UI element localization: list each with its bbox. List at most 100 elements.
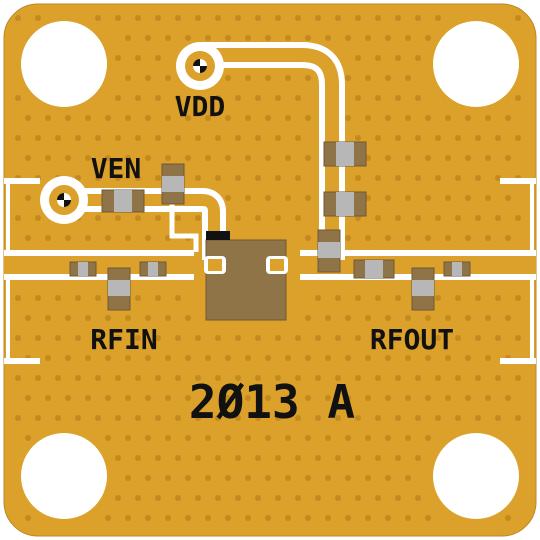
via <box>45 355 51 361</box>
via <box>225 155 231 161</box>
via <box>65 235 71 241</box>
via <box>245 35 251 41</box>
via <box>425 395 431 401</box>
via <box>485 195 491 201</box>
via <box>175 335 181 341</box>
via <box>315 415 321 421</box>
via <box>465 155 471 161</box>
via <box>485 235 491 241</box>
via <box>315 15 321 21</box>
via <box>25 235 31 241</box>
via <box>405 115 411 121</box>
via <box>515 15 521 21</box>
via <box>415 15 421 21</box>
via <box>155 95 161 101</box>
via <box>425 35 431 41</box>
via <box>145 155 151 161</box>
via <box>265 355 271 361</box>
via <box>145 75 151 81</box>
via <box>475 335 481 341</box>
via <box>165 475 171 481</box>
via <box>155 495 161 501</box>
via <box>365 355 371 361</box>
via <box>195 455 201 461</box>
via <box>415 335 421 341</box>
via <box>155 175 161 181</box>
via <box>25 315 31 321</box>
via <box>455 375 461 381</box>
via <box>285 355 291 361</box>
via <box>405 195 411 201</box>
via <box>385 195 391 201</box>
via <box>45 315 51 321</box>
via <box>355 295 361 301</box>
test-pad-icon <box>40 176 88 224</box>
resistor-ven-body <box>162 176 184 192</box>
via <box>465 115 471 121</box>
via <box>515 295 521 301</box>
via <box>175 215 181 221</box>
via <box>285 155 291 161</box>
via <box>25 395 31 401</box>
via <box>215 95 221 101</box>
via <box>465 395 471 401</box>
via <box>405 155 411 161</box>
via <box>145 35 151 41</box>
via <box>155 375 161 381</box>
via <box>285 435 291 441</box>
via <box>235 335 241 341</box>
via <box>195 215 201 221</box>
via <box>455 295 461 301</box>
via <box>255 15 261 21</box>
via <box>375 15 381 21</box>
via <box>425 515 431 521</box>
via <box>255 335 261 341</box>
via <box>195 175 201 181</box>
vdd-label: VDD <box>175 90 226 123</box>
via <box>345 435 351 441</box>
via <box>215 415 221 421</box>
via <box>95 15 101 21</box>
via <box>115 15 121 21</box>
dc-block-out-body <box>365 260 383 278</box>
via <box>445 155 451 161</box>
via <box>15 295 21 301</box>
via <box>385 35 391 41</box>
via <box>295 135 301 141</box>
via <box>345 315 351 321</box>
via <box>255 135 261 141</box>
rfin-label: RFIN <box>90 323 157 356</box>
via <box>305 355 311 361</box>
via <box>435 135 441 141</box>
via <box>255 495 261 501</box>
via <box>15 215 21 221</box>
via <box>505 235 511 241</box>
via <box>395 375 401 381</box>
mounting-hole-bottom-right <box>433 433 519 519</box>
via <box>325 35 331 41</box>
via <box>445 355 451 361</box>
ic-input-pad-inner <box>208 259 222 271</box>
via <box>135 55 141 61</box>
via <box>255 375 261 381</box>
via <box>205 475 211 481</box>
via <box>355 335 361 341</box>
via <box>285 115 291 121</box>
via <box>295 95 301 101</box>
via <box>345 475 351 481</box>
ic-package <box>205 239 287 321</box>
via <box>105 315 111 321</box>
via <box>475 215 481 221</box>
via <box>385 395 391 401</box>
via <box>235 495 241 501</box>
via <box>455 215 461 221</box>
via <box>165 395 171 401</box>
via <box>75 295 81 301</box>
via <box>345 395 351 401</box>
via <box>475 175 481 181</box>
via <box>235 215 241 221</box>
via <box>455 135 461 141</box>
via <box>25 515 31 521</box>
via <box>125 235 131 241</box>
